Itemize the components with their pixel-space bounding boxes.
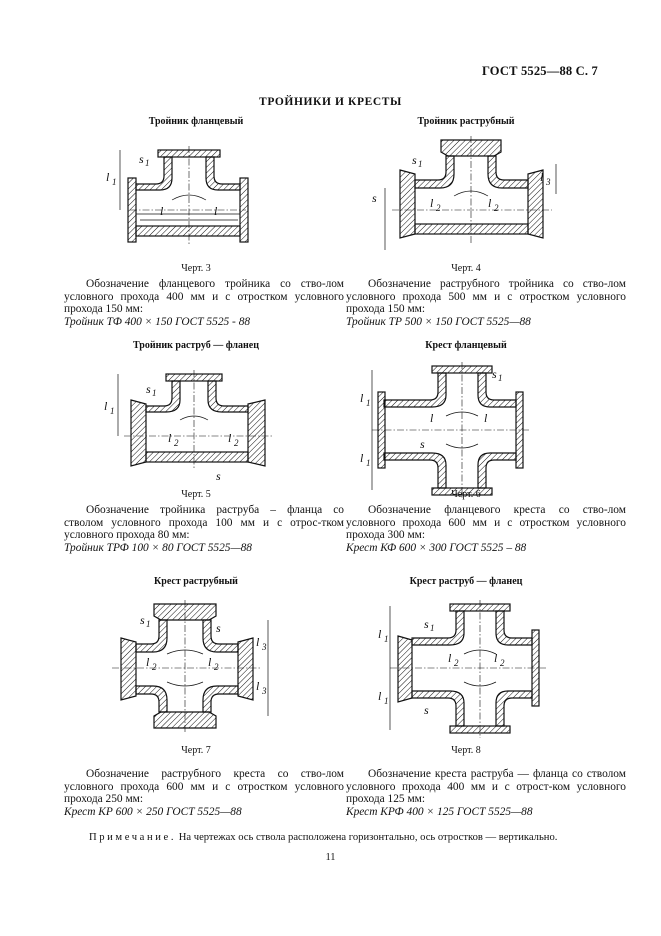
figure-title-3: Тройник фланцевый: [148, 116, 244, 127]
description-text: Обозначение фланцевого тройника со ство-…: [64, 278, 344, 316]
svg-text:l: l: [160, 204, 164, 218]
svg-text:1: 1: [384, 634, 389, 644]
svg-text:s: s: [216, 469, 221, 483]
note: Примечание. На чертежах ось ствола распо…: [89, 832, 557, 843]
note-text: На чертежах ось ствола расположена гориз…: [178, 832, 558, 843]
svg-text:l: l: [228, 431, 232, 445]
note-lead: Примечание.: [89, 832, 177, 843]
svg-text:l: l: [146, 655, 150, 669]
svg-text:s: s: [420, 437, 425, 451]
chert-5: Черт. 5: [181, 489, 211, 500]
svg-text:1: 1: [498, 373, 503, 383]
description-text: Обозначение тройника раструба – фланца с…: [64, 504, 344, 542]
svg-text:s: s: [140, 613, 145, 627]
svg-text:l: l: [214, 204, 218, 218]
description-5: Обозначение тройника раструба – фланца с…: [64, 504, 344, 554]
svg-text:l: l: [448, 651, 452, 665]
description-8: Обозначение креста раструба — фланца со …: [346, 768, 626, 818]
svg-text:l: l: [484, 411, 488, 425]
chert-3: Черт. 3: [181, 263, 211, 274]
svg-text:l: l: [378, 627, 382, 641]
svg-text:2: 2: [234, 438, 239, 448]
svg-text:1: 1: [418, 159, 423, 169]
svg-text:1: 1: [430, 623, 435, 633]
designation: Крест КР 600 × 250 ГОСТ 5525—88: [64, 805, 242, 818]
svg-text:l: l: [168, 431, 172, 445]
svg-text:l: l: [494, 651, 498, 665]
svg-text:l: l: [540, 170, 544, 184]
svg-text:2: 2: [454, 658, 459, 668]
svg-text:l: l: [430, 411, 434, 425]
description-text: Обозначение раструбного тройника со ство…: [346, 278, 626, 316]
svg-text:s: s: [372, 191, 377, 205]
description-6: Обозначение фланцевого креста со ство-ло…: [346, 504, 626, 554]
svg-text:2: 2: [174, 438, 179, 448]
svg-text:l: l: [256, 635, 260, 649]
svg-text:1: 1: [110, 406, 115, 416]
svg-text:1: 1: [152, 388, 157, 398]
svg-text:s: s: [216, 621, 221, 635]
svg-text:s: s: [492, 367, 497, 381]
designation: Тройник ТРФ 100 × 80 ГОСТ 5525—88: [64, 541, 252, 554]
svg-text:1: 1: [366, 458, 371, 468]
svg-text:s: s: [146, 382, 151, 396]
figure-title-4: Тройник раструбный: [417, 116, 515, 127]
designation: Тройник ТР 500 × 150 ГОСТ 5525—88: [346, 315, 531, 328]
svg-text:l: l: [104, 399, 108, 413]
svg-text:3: 3: [545, 177, 551, 187]
svg-text:1: 1: [384, 696, 389, 706]
description-4: Обозначение раструбного тройника со ство…: [346, 278, 626, 328]
designation: Тройник ТФ 400 × 150 ГОСТ 5525 - 88: [64, 315, 251, 328]
svg-text:3: 3: [261, 642, 267, 652]
svg-text:l: l: [360, 391, 364, 405]
svg-text:s: s: [412, 153, 417, 167]
svg-text:l: l: [488, 196, 492, 210]
svg-text:l: l: [378, 689, 382, 703]
chert-6: Черт. 6: [451, 489, 481, 500]
svg-text:l: l: [430, 196, 434, 210]
svg-text:1: 1: [145, 158, 150, 168]
figure-title-7: Крест раструбный: [154, 576, 238, 587]
figure-title-8: Крест раструб — фланец: [409, 576, 523, 587]
figure-title-6: Крест фланцевый: [425, 340, 507, 351]
svg-text:2: 2: [500, 658, 505, 668]
svg-text:s: s: [424, 617, 429, 631]
designation: Крест КФ 600 × 300 ГОСТ 5525 – 88: [346, 541, 527, 554]
description-text: Обозначение раструбного креста со ство-л…: [64, 768, 344, 806]
svg-text:l: l: [208, 655, 212, 669]
svg-text:l: l: [106, 170, 110, 184]
designation: Крест КРФ 400 × 125 ГОСТ 5525—88: [346, 805, 533, 818]
page-number: 11: [325, 852, 336, 863]
svg-text:1: 1: [366, 398, 371, 408]
description-7: Обозначение раструбного креста со ство-л…: [64, 768, 344, 818]
description-text: Обозначение креста раструба — фланца со …: [346, 768, 626, 806]
svg-text:3: 3: [261, 686, 267, 696]
svg-text:l: l: [256, 679, 260, 693]
section-title: ТРОЙНИКИ И КРЕСТЫ: [259, 96, 402, 108]
svg-text:2: 2: [152, 662, 157, 672]
svg-text:1: 1: [112, 177, 117, 187]
svg-text:2: 2: [214, 662, 219, 672]
svg-text:1: 1: [146, 619, 151, 629]
document-header: ГОСТ 5525—88 С. 7: [481, 64, 598, 78]
description-text: Обозначение фланцевого креста со ство-ло…: [346, 504, 626, 542]
svg-text:2: 2: [494, 203, 499, 213]
figure-title-5: Тройник раструб — фланец: [133, 340, 259, 351]
chert-8: Черт. 8: [451, 745, 481, 756]
chert-7: Черт. 7: [181, 745, 211, 756]
chert-4: Черт. 4: [451, 263, 481, 274]
svg-text:2: 2: [436, 203, 441, 213]
svg-text:s: s: [424, 703, 429, 717]
description-3: Обозначение фланцевого тройника со ство-…: [64, 278, 344, 328]
svg-text:l: l: [360, 451, 364, 465]
svg-text:s: s: [139, 152, 144, 166]
